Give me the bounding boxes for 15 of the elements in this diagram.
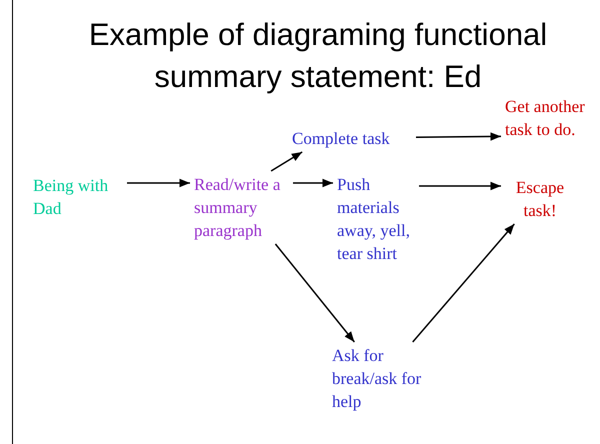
node-text: Complete task — [292, 127, 412, 150]
node-text: Read/write a summary paragraph — [194, 173, 289, 242]
node-text: Ask for break/ask for help — [332, 344, 444, 413]
arrow — [127, 178, 190, 188]
node-text: Push materials away, yell, tear shirt — [337, 173, 415, 265]
node-text: Being with Dad — [33, 174, 123, 220]
node-text: Get another task to do. — [505, 95, 595, 141]
arrow — [416, 132, 501, 141]
node-text: Escape task! — [505, 176, 575, 222]
arrow — [293, 178, 333, 188]
arrow — [270, 151, 303, 172]
slide-title: Example of diagraming functional summary statement: Ed — [88, 16, 548, 96]
arrow — [274, 244, 355, 342]
arrow — [419, 182, 501, 190]
arrow — [412, 224, 515, 342]
